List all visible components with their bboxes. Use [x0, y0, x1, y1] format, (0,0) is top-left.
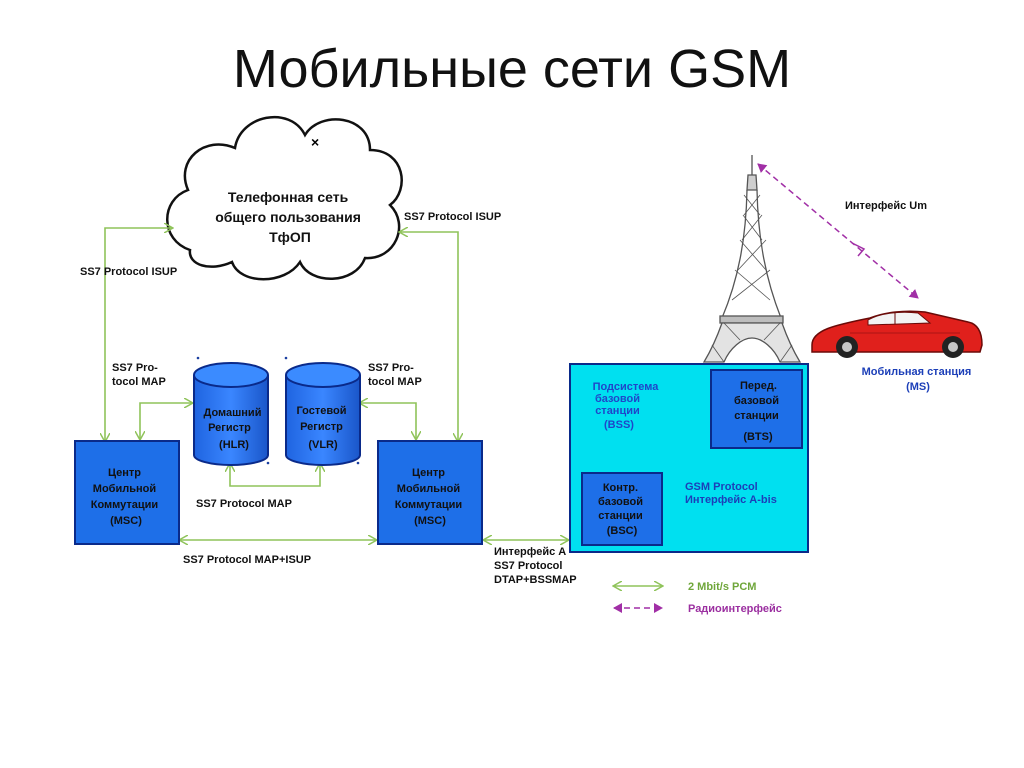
msc-left-line: Центр [108, 467, 141, 479]
msc-left-box: Центр Мобильной Коммутации (MSC) [74, 440, 180, 545]
legend: 2 Mbit/s PCM Радиоинтерфейс [614, 581, 782, 615]
label-map-isup: SS7 Protocol MAP+ISUP [183, 554, 311, 566]
bsc-line: Контр. [603, 482, 638, 494]
legend-pcm-label: 2 Mbit/s PCM [688, 581, 756, 593]
label-interface-um: Интерфейс Um [845, 200, 927, 212]
bts-box: Перед. базовой станции (BTS) [710, 369, 803, 449]
hlr-line: Регистр [208, 422, 251, 434]
link-cloud-msc-left [105, 228, 172, 441]
pcm-links [105, 228, 708, 540]
hlr-database: Домашний Регистр (HLR) [193, 362, 269, 466]
vlr-line: (VLR) [308, 439, 338, 451]
label-map-left: SS7 Pro- tocol MAP [112, 362, 166, 388]
cloud-text: Телефонная сеть общего пользования ТфОП [215, 189, 365, 245]
cloud-mark: × [311, 134, 319, 150]
vlr-line: Гостевой [296, 405, 346, 417]
tower-icon [702, 155, 802, 363]
decor-dots [196, 356, 360, 465]
link-cloud-msc-right [400, 232, 458, 441]
hlr-line: Домашний [203, 407, 261, 419]
label-isup-left: SS7 Protocol ISUP [80, 266, 177, 278]
bts-line: Перед. [740, 380, 777, 392]
bss-line: станции [595, 405, 640, 417]
msc-right-line: Коммутации [395, 499, 462, 511]
legend-radio-label: Радиоинтерфейс [688, 603, 782, 615]
pstn-cloud: Телефонная сеть общего пользования ТфОП … [166, 116, 403, 281]
msc-right-line: (MSC) [414, 515, 446, 527]
msc-left-line: (MSC) [110, 515, 142, 527]
bsc-line: (BSC) [607, 525, 638, 537]
bsc-line: базовой [598, 496, 643, 508]
bsc-text: Контр. базовой станции (BSC) [598, 482, 646, 537]
msc-right-box: Центр Мобильной Коммутации (MSC) [377, 440, 483, 545]
msc-right-line: Центр [412, 467, 445, 479]
bsc-box: Контр. базовой станции (BSC) [581, 472, 663, 546]
radio-zigzag [851, 242, 866, 257]
msc-left-line: Мобильной [93, 483, 156, 495]
bts-line: базовой [734, 395, 779, 407]
link-vlr-msc-right [360, 403, 416, 439]
bts-line: (BTS) [743, 431, 773, 443]
hlr-line: (HLR) [219, 439, 249, 451]
bss-text: Подсистема базовой станции (BSS) [593, 381, 662, 431]
label-mobile-station: Мобильная станция (MS) [862, 366, 975, 393]
vlr-text: Гостевой Регистр (VLR) [296, 405, 349, 451]
link-hlr-vlr [230, 464, 320, 487]
msc-left-text: Центр Мобильной Коммутации (MSC) [91, 467, 162, 527]
msc-right-text: Центр Мобильной Коммутации (MSC) [395, 467, 466, 527]
label-gsm-abis: GSM Protocol Интерфейс A-bis [685, 481, 777, 506]
bss-line: Подсистема [593, 381, 660, 393]
bsc-line: станции [598, 510, 643, 522]
car-icon [811, 310, 983, 358]
cloud-line: Телефонная сеть [228, 189, 349, 205]
bts-line: станции [734, 410, 779, 422]
cloud-line: ТфОП [269, 229, 311, 245]
vlr-database: Гостевой Регистр (VLR) [285, 362, 361, 466]
msc-left-line: Коммутации [91, 499, 158, 511]
page-title: Мобильные сети GSM [232, 39, 792, 99]
msc-right-line: Мобильной [397, 483, 460, 495]
vlr-line: Регистр [300, 421, 343, 433]
hlr-text: Домашний Регистр (HLR) [203, 407, 264, 451]
cloud-line: общего пользования [215, 209, 361, 225]
bts-text: Перед. базовой станции (BTS) [734, 380, 782, 443]
link-msc-left-hlr [140, 403, 192, 439]
label-map-center: SS7 Protocol MAP [196, 498, 292, 510]
bss-line: базовой [595, 393, 640, 405]
label-isup-right: SS7 Protocol ISUP [404, 211, 501, 223]
bss-line: (BSS) [604, 419, 634, 431]
radio-link [757, 163, 919, 299]
label-map-right: SS7 Pro- tocol MAP [368, 362, 422, 388]
label-interface-a: Интерфейс А SS7 Protocol DTAP+BSSMAP [494, 546, 577, 586]
